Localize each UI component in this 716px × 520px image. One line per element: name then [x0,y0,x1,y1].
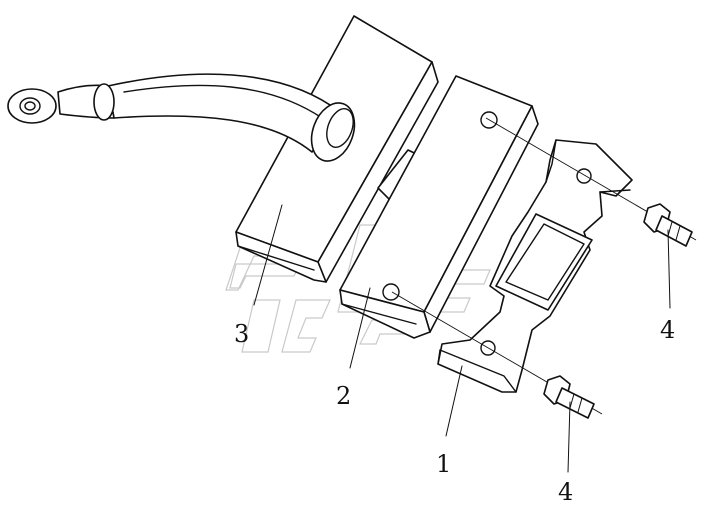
part-2-bracket-plate [339,75,539,339]
callout-2: 2 [336,382,351,410]
frame-upper-hole [576,168,592,184]
callout-4-upper: 4 [660,316,675,344]
part-4-bolt-lower [543,375,595,419]
leader-line-4-upper [667,229,671,309]
part-1-spacer-frame [437,139,633,393]
plate-2-lower-hole [382,283,400,301]
leader-line-4-lower [567,401,571,473]
callout-3: 3 [234,320,249,348]
part-3-lever-block [7,15,457,283]
leader-line-1 [445,365,463,437]
leader-line-3 [253,204,283,306]
part-4-bolt-upper [643,203,693,247]
leader-line-2 [349,287,371,369]
callout-labels: 1 2 3 4 4 [234,316,675,506]
callout-4-lower: 4 [558,478,573,506]
callout-1: 1 [436,450,451,478]
leader-lines [253,204,671,473]
